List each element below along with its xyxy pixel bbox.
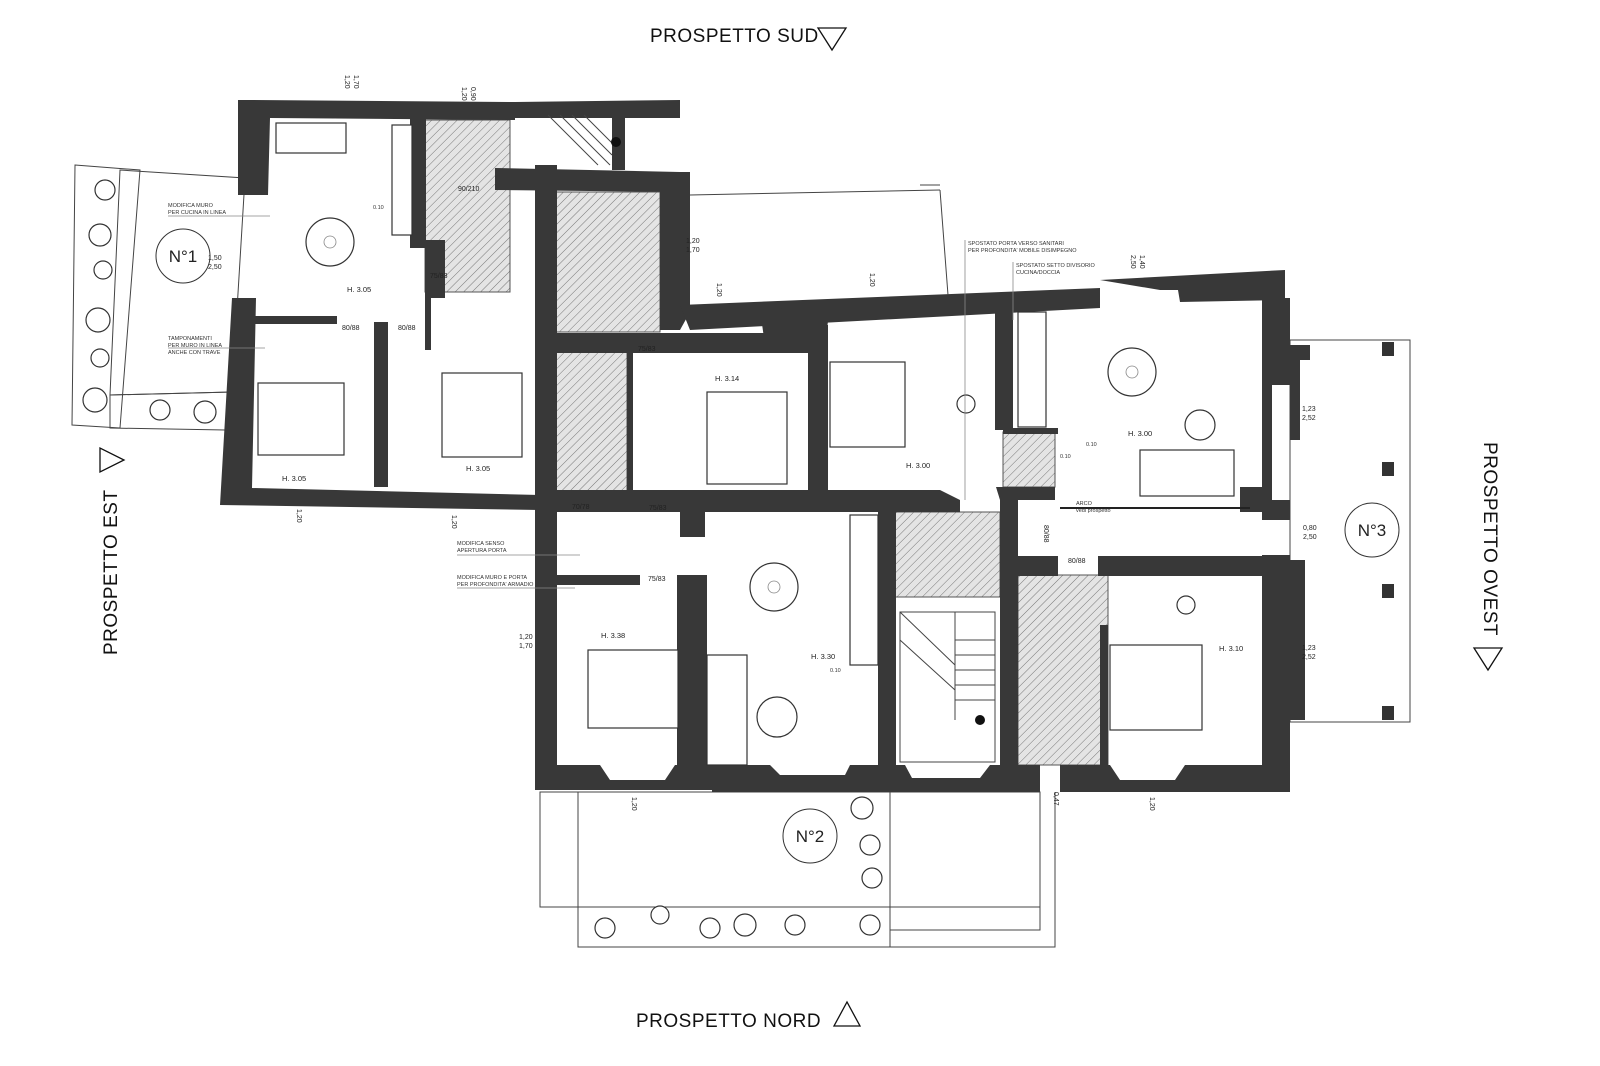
level-marker: 0.10 (1060, 454, 1071, 460)
level-marker: 0.10 (373, 205, 384, 211)
door-size: 80/88 (1042, 525, 1049, 543)
door-size: 75/83 (648, 576, 666, 583)
door-size: 80/88 (342, 325, 360, 332)
door-size: 75/83 (638, 346, 656, 353)
level-marker: 0.10 (1086, 442, 1097, 448)
annotation: SPOSTATO PORTA VERSO SANITARI (968, 241, 1064, 247)
window-width: 1,20 (343, 75, 350, 89)
annotation: MODIFICA MURO E PORTA (457, 575, 527, 581)
annotation: PER PROFONDITA' MOBILE DISIMPEGNO (968, 248, 1077, 254)
window-width: 1,20 (630, 797, 637, 811)
unit-label-3: N°3 (1358, 521, 1387, 540)
window-width: 1,20 (460, 87, 467, 101)
window-height: 2,52 (1302, 415, 1316, 422)
walls (220, 100, 1310, 792)
annotation: vedi prospetto (1076, 508, 1111, 514)
room-height: H. 3.00 (906, 461, 930, 470)
door-size: 70/78 (572, 504, 590, 511)
window-width: 1,20 (450, 515, 457, 529)
annotation: PER MURO IN LINEA (168, 343, 222, 349)
annotation: CUCINA/DOCCIA (1016, 270, 1060, 276)
room-height: H. 3.05 (347, 285, 371, 294)
annotation: ANCHE CON TRAVE (168, 350, 221, 356)
room-height: H. 3.05 (466, 464, 490, 473)
window-height: 2,52 (1302, 654, 1316, 661)
elevation-west: PROSPETTO OVEST (1472, 442, 1504, 672)
annotation: SPOSTATO SETTO DIVISORIO (1016, 263, 1095, 269)
elevation-east: PROSPETTO EST (99, 446, 126, 655)
window-height: 1,70 (352, 75, 359, 89)
dimension-lines (689, 184, 949, 296)
level-markers: 0.10 0.10 0.10 0.10 (373, 205, 1097, 674)
unit-label-2: N°2 (796, 827, 825, 846)
door-size: 80/88 (398, 325, 416, 332)
window-width: 1,40 (1138, 255, 1145, 269)
elevation-north: PROSPETTO NORD (636, 1000, 862, 1032)
window-width: 0,47 (1052, 792, 1059, 806)
level-marker: 0.10 (830, 668, 841, 674)
room-heights: H. 3.05 H. 3.05 H. 3.05 H. 3.14 H. 3.00 … (282, 285, 1243, 661)
elevation-east-label: PROSPETTO EST (101, 489, 122, 655)
room-height: H. 3.10 (1219, 644, 1243, 653)
window-width: 0,80 (1303, 525, 1317, 532)
annotation: PER CUCINA IN LINEA (168, 210, 226, 216)
annotation: ARCO (1076, 501, 1093, 507)
window-width: 1,20 (519, 634, 533, 641)
window-width: 1,20 (686, 238, 700, 245)
terrace-east (71, 164, 246, 431)
window-height: 2,50 (208, 264, 222, 271)
triangle-down-icon (816, 27, 848, 52)
window-width: 1,20 (1148, 797, 1155, 811)
elevation-west-label: PROSPETTO OVEST (1479, 442, 1500, 636)
window-width: 1,23 (1302, 645, 1316, 652)
elevation-south-label: PROSPETTO SUD (650, 26, 819, 47)
room-height: H. 3.00 (1128, 429, 1152, 438)
door-size: 80/88 (1068, 558, 1086, 565)
room-height: H. 3.30 (811, 652, 835, 661)
window-height: 2,50 (1129, 255, 1136, 269)
terrace-north (539, 791, 1056, 948)
door-size: 75/83 (430, 273, 448, 280)
elevation-south: PROSPETTO SUD (650, 26, 848, 52)
unit-label-1: N°1 (169, 247, 198, 266)
triangle-right-icon (99, 446, 126, 474)
annotation: PER PROFONDITA' ARMADIO (457, 582, 534, 588)
furniture (257, 122, 1235, 766)
door-size: 90/210 (458, 186, 480, 193)
window-width: 1,50 (208, 255, 222, 262)
window-width: 1,20 (868, 273, 875, 287)
annotation: MODIFICA SENSO (457, 541, 505, 547)
annotation: APERTURA PORTA (457, 548, 507, 554)
door-sizes: 80/88 80/88 75/83 90/210 75/83 75/83 70/… (342, 186, 1086, 583)
window-width: 1,20 (715, 283, 722, 297)
bathrooms (424, 119, 1109, 766)
unit-markers: N°1 N°2 N°3 (155, 228, 1400, 864)
annotations: MODIFICA MURO PER CUCINA IN LINEA TAMPON… (168, 203, 1250, 589)
annotation: MODIFICA MURO (168, 203, 214, 209)
window-height: 1,70 (519, 643, 533, 650)
annotation: TAMPONAMENTI (168, 336, 212, 342)
window-height: 2,50 (1303, 534, 1317, 541)
window-width: 1,23 (1302, 406, 1316, 413)
room-height: H. 3.05 (282, 474, 306, 483)
room-height: H. 3.14 (715, 374, 739, 383)
window-width: 1,20 (295, 509, 302, 523)
window-height: 0,90 (469, 87, 476, 101)
staircase (547, 114, 996, 763)
triangle-up-icon (832, 1000, 862, 1027)
elevation-north-label: PROSPETTO NORD (636, 1011, 821, 1032)
window-dimensions: 1,50 2,50 1,23 2,52 1,23 2,52 0,80 2,50 … (208, 75, 1317, 811)
terrace-west (1289, 339, 1411, 723)
window-height: 1,70 (686, 247, 700, 254)
door-size: 75/83 (649, 505, 667, 512)
room-height: H. 3.38 (601, 631, 625, 640)
triangle-down-icon (1472, 647, 1504, 672)
